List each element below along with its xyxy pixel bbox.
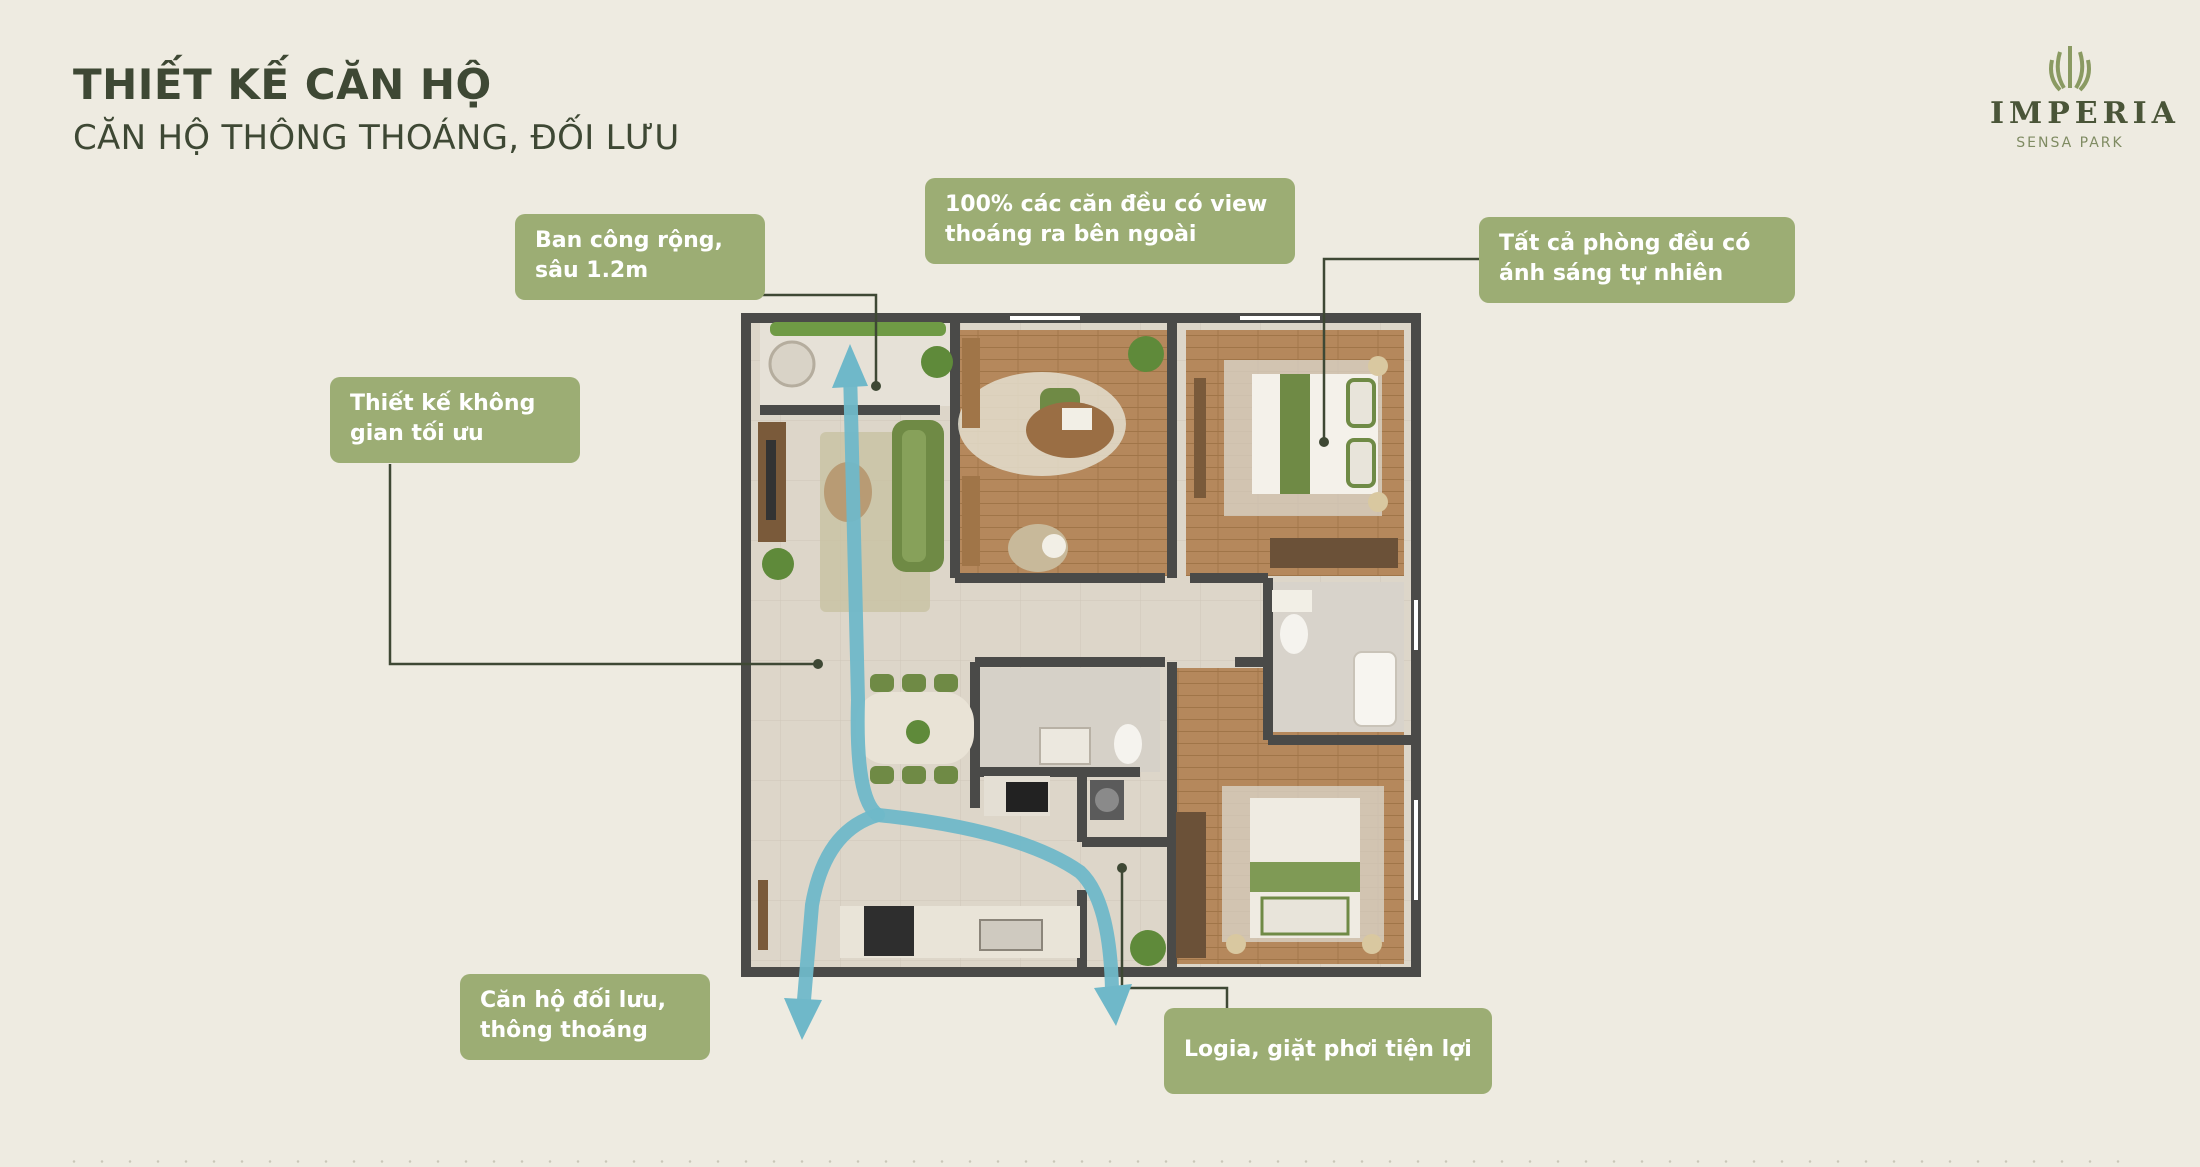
callout-airflow: Căn hộ đối lưu, thông thoáng [460, 974, 710, 1060]
callout-balcony: Ban công rộng, sâu 1.2m [515, 214, 765, 300]
callout-connectors [388, 257, 1479, 1008]
page-title: THIẾT KẾ CĂN HỘ [73, 60, 492, 109]
arrow-down-left-icon [784, 998, 822, 1040]
callout-light-text: Tất cả phòng đều có ánh sáng tự nhiên [1499, 231, 1751, 286]
connector-dots [813, 381, 1329, 873]
logo-sub: SENSA PARK [2016, 135, 2124, 151]
windows [1010, 316, 1418, 900]
page-subtitle: CĂN HỘ THÔNG THOÁNG, ĐỐI LƯU [73, 118, 680, 158]
callout-airflow-text: Căn hộ đối lưu, thông thoáng [480, 988, 667, 1043]
arrow-down-right-icon [1094, 984, 1132, 1026]
brand-logo: IMPERIA SENSA PARK [1990, 38, 2180, 158]
callout-light: Tất cả phòng đều có ánh sáng tự nhiên [1479, 217, 1795, 303]
leaf-emblem-icon [2049, 46, 2091, 92]
logo-name: IMPERIA [1990, 96, 2180, 131]
arrow-up-icon [832, 344, 868, 388]
callout-view: 100% các căn đều có view thoáng ra bên n… [925, 178, 1295, 264]
callout-logia: Logia, giặt phơi tiện lợi [1164, 1008, 1492, 1094]
callout-balcony-text: Ban công rộng, sâu 1.2m [535, 228, 723, 283]
callout-view-text: 100% các căn đều có view thoáng ra bên n… [945, 192, 1268, 247]
callout-logia-text: Logia, giặt phơi tiện lợi [1184, 1037, 1472, 1062]
callout-space-text: Thiết kế không gian tối ưu [350, 391, 536, 446]
furniture [758, 322, 1398, 966]
callout-space: Thiết kế không gian tối ưu [330, 377, 580, 463]
footer-divider [60, 1160, 2140, 1163]
airflow-arrows [784, 344, 1132, 1040]
